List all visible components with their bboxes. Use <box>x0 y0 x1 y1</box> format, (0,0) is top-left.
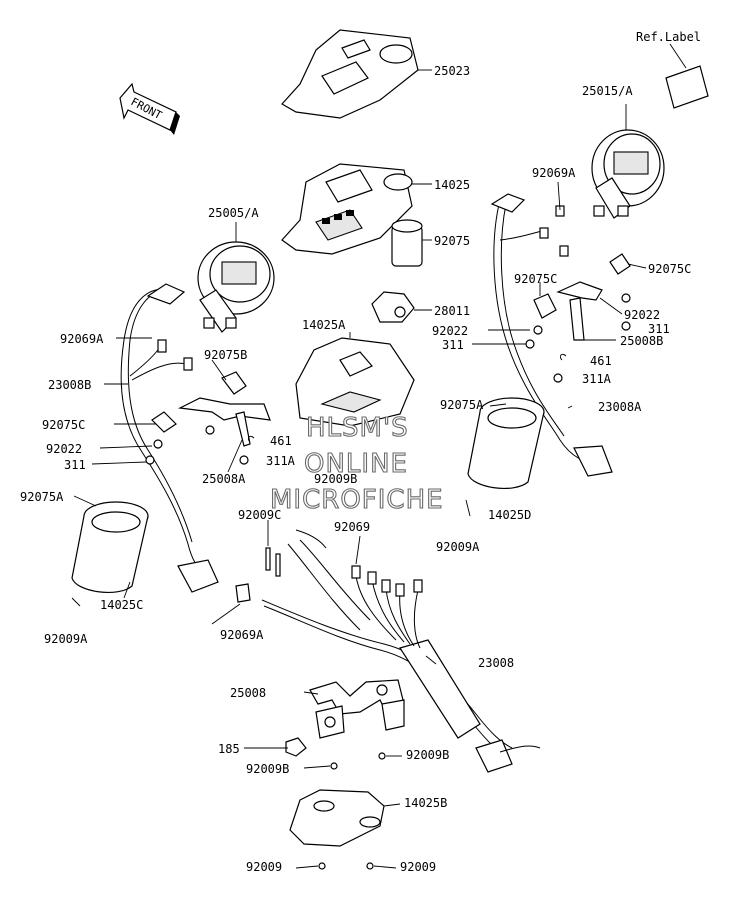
part-label-25008B: 25008B <box>620 334 664 348</box>
part-label-92022-left: 92022 <box>46 442 83 456</box>
part-label-92075A-left: 92075A <box>20 490 64 504</box>
wire-harness-23008A <box>490 193 613 477</box>
part-label-25008: 25008 <box>230 686 267 700</box>
part-label-14025B: 14025B <box>404 796 448 810</box>
part-label-311A-right: 311A <box>582 372 611 386</box>
part-label-14025: 14025 <box>434 178 471 192</box>
part-label-92075C-right-1: 92075C <box>648 262 692 276</box>
ref-label-title: Ref.Label <box>636 30 702 44</box>
part-label-23008B: 23008B <box>48 378 92 392</box>
part-label-92069: 92069 <box>334 520 371 534</box>
bracket-25008B <box>525 253 631 383</box>
part-label-92022-center: 92022 <box>432 324 469 338</box>
part-label-92009-right: 92009 <box>400 860 437 874</box>
part-label-25023: 25023 <box>434 64 471 78</box>
part-label-311-left: 311 <box>64 458 86 472</box>
part-label-311-right: 311 <box>648 322 670 336</box>
part-label-92009B-left: 92009B <box>246 762 290 776</box>
part-label-461-right: 461 <box>590 354 612 368</box>
part-label-92009B-right: 92009B <box>406 748 450 762</box>
part-label-92069A-left: 92069A <box>60 332 104 346</box>
speedometer-right <box>591 104 665 219</box>
speedometer-left <box>197 222 275 333</box>
wire-harness-23008 <box>235 529 541 773</box>
part-label-14025C: 14025C <box>100 598 144 612</box>
meter-cover-middle <box>281 163 432 255</box>
socket-28011 <box>371 291 432 323</box>
bracket-25008 <box>285 679 405 770</box>
part-label-92009A-left: 92009A <box>44 632 88 646</box>
meter-cup-14025D <box>465 397 545 517</box>
part-label-25005A: 25005/A <box>208 206 259 220</box>
watermark-line-1: HLSM'S <box>305 413 409 443</box>
part-label-14025A: 14025A <box>302 318 346 332</box>
meter-cover-lower <box>289 789 401 870</box>
part-label-92075: 92075 <box>434 234 471 248</box>
part-label-311-center: 311 <box>442 338 464 352</box>
part-label-311A-left: 311A <box>266 454 295 468</box>
part-label-92075B: 92075B <box>204 348 248 362</box>
part-label-25008A: 25008A <box>202 472 246 486</box>
part-label-92009B-center: 92009B <box>314 472 358 486</box>
meter-cover-upper <box>281 29 432 119</box>
part-label-92075A-center: 92075A <box>440 398 484 412</box>
part-label-23008: 23008 <box>478 656 515 670</box>
bracket-25008A <box>145 371 271 465</box>
part-label-28011: 28011 <box>434 304 471 318</box>
part-label-92009-left: 92009 <box>246 860 283 874</box>
grommet-92075 <box>391 219 432 267</box>
front-arrow-icon <box>119 82 180 135</box>
watermark-line-3: MICROFICHE <box>269 485 444 515</box>
part-label-185: 185 <box>218 742 240 756</box>
meter-cup-14025C <box>71 501 149 607</box>
watermark-line-2: ONLINE <box>303 449 408 479</box>
part-label-92075C-left: 92075C <box>42 418 86 432</box>
part-label-25015A: 25015/A <box>582 84 633 98</box>
part-label-23008A: 23008A <box>598 400 642 414</box>
part-label-92009A-right: 92009A <box>436 540 480 554</box>
part-label-92069A-bottom: 92069A <box>220 628 264 642</box>
meter-case-14025A <box>295 332 415 427</box>
part-label-92069A-right: 92069A <box>532 166 576 180</box>
part-label-92009C: 92009C <box>238 508 282 522</box>
ref-label-box <box>665 65 709 109</box>
leader-lines <box>73 181 647 869</box>
part-label-92075C-right-2: 92075C <box>514 272 558 286</box>
part-label-14025D: 14025D <box>488 508 532 522</box>
wire-harness-23008B <box>120 283 219 593</box>
part-label-92022-right: 92022 <box>624 308 661 322</box>
part-label-461-left: 461 <box>270 434 292 448</box>
